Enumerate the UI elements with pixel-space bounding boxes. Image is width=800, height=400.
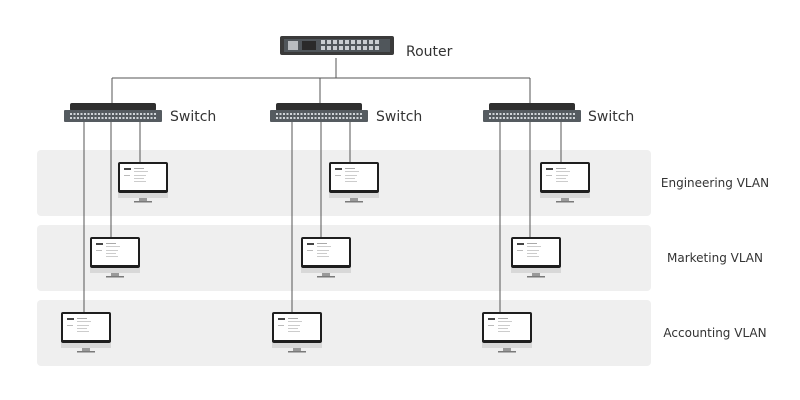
workstation-monitor-acc-1[interactable] <box>61 312 111 353</box>
connection-lines <box>83 58 562 316</box>
switch-icon <box>70 103 156 111</box>
switch-icon <box>276 103 362 111</box>
workstation-monitor-eng-3[interactable] <box>540 162 590 203</box>
workstation-monitor-eng-1[interactable] <box>118 162 168 203</box>
switch-label-1: Switch <box>170 109 216 125</box>
switch-device-2[interactable] <box>270 103 368 122</box>
router-device[interactable] <box>280 36 394 55</box>
workstation-monitor-acc-3[interactable] <box>482 312 532 353</box>
vlan-label-engineering: Engineering VLAN <box>661 176 769 190</box>
switch-label-3: Switch <box>588 109 634 125</box>
workstation-monitor-mkt-2[interactable] <box>301 237 351 278</box>
workstation-monitor-mkt-3[interactable] <box>511 237 561 278</box>
vlan-label-accounting: Accounting VLAN <box>663 326 766 340</box>
switch-device-1[interactable] <box>64 103 162 122</box>
switch-label-2: Switch <box>376 109 422 125</box>
vlan-band-accounting <box>37 300 651 366</box>
switch-icon <box>489 103 575 111</box>
router-label: Router <box>406 44 453 60</box>
vlan-label-marketing: Marketing VLAN <box>667 251 763 265</box>
workstation-monitor-acc-2[interactable] <box>272 312 322 353</box>
switch-device-3[interactable] <box>483 103 581 122</box>
workstation-monitor-eng-2[interactable] <box>329 162 379 203</box>
workstation-monitor-mkt-1[interactable] <box>90 237 140 278</box>
